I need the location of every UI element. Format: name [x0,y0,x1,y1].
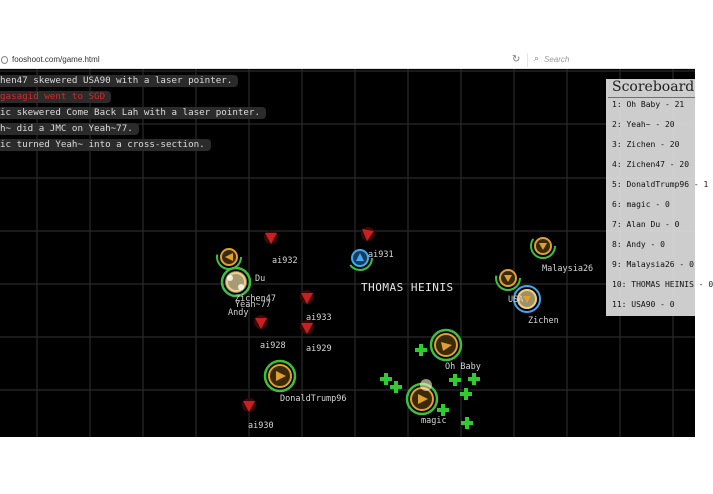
player-yeah77 [220,266,252,298]
label-ai932: ai932 [272,256,298,266]
player-zichen [513,285,541,313]
search-box[interactable]: ⌕ Search [527,53,695,67]
kill-feed-line: gasagid went to SGD [0,91,112,103]
enemy-ai928 [254,315,268,329]
label-usa: USA [508,295,524,305]
label-zichen47: Zichen47 [235,294,276,304]
player-blue [347,245,373,271]
label-zichen: Zichen [528,316,559,326]
label-donaldtrump96: DonaldTrump96 [280,394,347,404]
scoreboard: Scoreboard 1: Oh Baby - 21 2: Yeah~ - 20… [606,79,713,316]
enemy-ai931 [361,227,375,241]
scoreboard-row: 1: Oh Baby - 21 [612,100,685,109]
scoreboard-row: 2: Yeah~ - 20 [612,120,675,129]
kill-feed-line: ic turned Yeah~ into a cross-section. [0,139,211,151]
player-malaysia26 [530,233,556,259]
label-ai933: ai933 [306,313,332,323]
player-usa [495,265,521,291]
kill-feed-line: ic skewered Come Back Lah with a laser p… [0,107,266,119]
label-oh-baby: Oh Baby [445,362,481,372]
label-yeah77: Yeah~77 [235,300,271,310]
search-icon: ⌕ [534,54,540,64]
url-text[interactable]: fooshoot.com/game.html [12,55,100,64]
scoreboard-row: 11: USA90 - 0 [612,300,675,309]
game-arena[interactable] [0,69,695,437]
health-pickups [380,344,480,429]
label-ai929: ai929 [306,344,332,354]
game-canvas[interactable]: ai932 ai931 Du Yeah~77 Zichen47 Andy ai9… [0,69,713,437]
enemy-ai933 [300,290,314,304]
page-below-canvas [0,437,695,494]
label-ai930: ai930 [248,421,274,431]
scoreboard-row: 5: DonaldTrump96 - 1 [612,180,709,189]
page-info-icon[interactable] [1,56,8,64]
scoreboard-row: 10: THOMAS HEINIS - 0 [612,280,713,289]
label-ai931: ai931 [368,250,394,260]
player-oh-baby [429,328,463,362]
enemy-ai932 [264,230,278,244]
scoreboard-row: 8: Andy - 0 [612,240,665,249]
address-bar[interactable]: fooshoot.com/game.html ↻ ⌕ Search [0,52,695,69]
label-andy: Andy [228,308,249,318]
scoreboard-row: 6: magic - 0 [612,200,670,209]
browser-top-area [0,0,695,52]
label-thomas-heinis: THOMAS HEINIS [361,281,454,294]
enemy-ai929 [300,320,314,334]
player-du [216,244,242,270]
kill-feed-line: hen47 skewered USA90 with a laser pointe… [0,75,239,87]
scoreboard-row: 7: Alan Du - 0 [612,220,680,229]
reload-icon[interactable]: ↻ [512,54,521,65]
scoreboard-title: Scoreboard [612,79,695,95]
label-ai928: ai928 [260,341,286,351]
scoreboard-row: 4: Zichen47 - 20 [612,160,690,169]
player-donaldtrump96 [263,359,297,393]
scoreboard-row: 9: Malaysia26 - 0 [612,260,694,269]
player-magic [405,379,439,416]
label-magic: magic [421,416,447,426]
label-du: Du [255,274,266,284]
search-input[interactable]: Search [544,55,570,64]
kill-feed-line: h~ did a JMC on Yeah~77. [0,123,139,135]
scoreboard-row: 3: Zichen - 20 [612,140,680,149]
scoreboard-divider [608,97,695,98]
label-malaysia26: Malaysia26 [542,264,594,274]
enemy-ai930 [242,398,256,412]
